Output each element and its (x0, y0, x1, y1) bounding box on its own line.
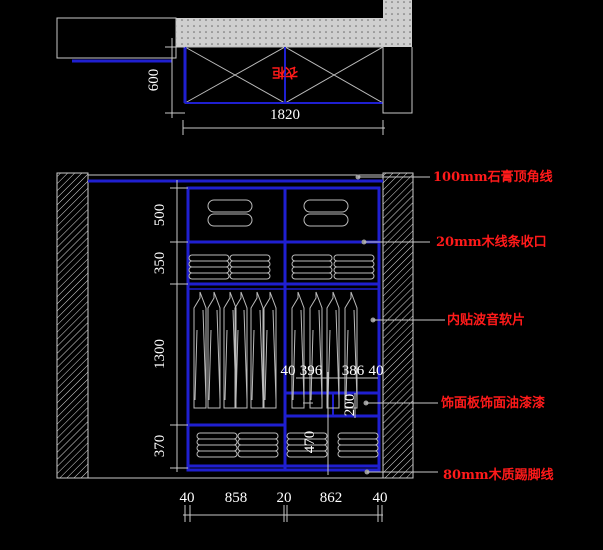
folded-stack (237, 432, 279, 458)
annotation-text: 20mm木线条收口 (436, 234, 547, 250)
plan-title: 衣柜 (272, 64, 298, 80)
dim-bottom-858: 858 (225, 490, 248, 506)
annotation-text: 80mm木质踢脚线 (443, 467, 554, 483)
hanging-clothes (193, 291, 358, 409)
plan-dim-lines (165, 38, 385, 135)
annotation-text: 内贴波音软片 (447, 312, 525, 328)
hanging-garment (263, 291, 277, 409)
hanging-garment (326, 291, 340, 409)
dim-inner-396: 396 (300, 363, 323, 379)
folded-clothes (188, 199, 379, 458)
plan-view: 衣柜 600 1820 (56, 0, 413, 135)
plan-depth-dim: 600 (146, 69, 162, 92)
dim-350: 350 (152, 252, 168, 275)
elevation-view: 500 350 1300 370 40 858 20 862 40 40 396… (56, 172, 414, 522)
hanging-garment (250, 291, 264, 409)
dimension-lines (170, 180, 383, 522)
folded-stack (286, 432, 328, 458)
folded-stack (291, 254, 333, 280)
hanging-garment (223, 291, 237, 409)
annotation-panel-paint: 饰面板饰面油漆漆 (363, 395, 545, 411)
annotation-text: 100mm石膏顶角线 (433, 169, 553, 185)
dim-bottom-40-left: 40 (180, 490, 195, 506)
hanging-garment (309, 291, 323, 409)
annotation-text: 饰面板饰面油漆漆 (441, 395, 545, 411)
dim-inner-40-right: 40 (369, 363, 384, 379)
dim-bottom-20: 20 (277, 490, 292, 506)
plan-left-outline (56, 17, 177, 59)
annotation-veneer-film: 内贴波音软片 (370, 312, 525, 328)
plan-width-dim: 1820 (270, 107, 300, 123)
folded-sweater (207, 199, 253, 227)
folded-stack (188, 254, 230, 280)
dim-1300: 1300 (152, 339, 168, 369)
folded-stack (333, 254, 375, 280)
folded-stack (337, 432, 379, 458)
folded-stack (229, 254, 271, 280)
hanging-garment (344, 291, 358, 409)
hanging-garment (291, 291, 305, 409)
left-wall-hatch (56, 172, 89, 479)
annotation-crown-molding: 100mm石膏顶角线 (355, 169, 553, 185)
annotation-wood-trim: 20mm木线条收口 (361, 234, 547, 250)
annotations: 100mm石膏顶角线 20mm木线条收口 内贴波音软片 饰面板饰面油漆漆 80m… (355, 169, 554, 483)
annotation-skirting: 80mm木质踢脚线 (364, 467, 554, 483)
plan-wall-hatch (176, 0, 412, 47)
hanging-garment (234, 291, 248, 409)
dim-inner-386: 386 (342, 363, 365, 379)
dim-bottom-40-right: 40 (373, 490, 388, 506)
dim-bottom-862: 862 (320, 490, 343, 506)
dim-370: 370 (152, 435, 168, 458)
folded-stack (196, 432, 238, 458)
right-wall-hatch (382, 172, 414, 479)
plan-right-outline (382, 47, 413, 114)
dim-drawer-200: 200 (342, 394, 358, 417)
dim-470: 470 (302, 431, 318, 454)
dim-inner-40-left: 40 (281, 363, 296, 379)
hanging-garment (207, 291, 221, 409)
cabinet-frame (186, 186, 381, 472)
hanging-garment (193, 291, 207, 409)
folded-sweater (303, 199, 349, 227)
dim-500: 500 (152, 204, 168, 227)
